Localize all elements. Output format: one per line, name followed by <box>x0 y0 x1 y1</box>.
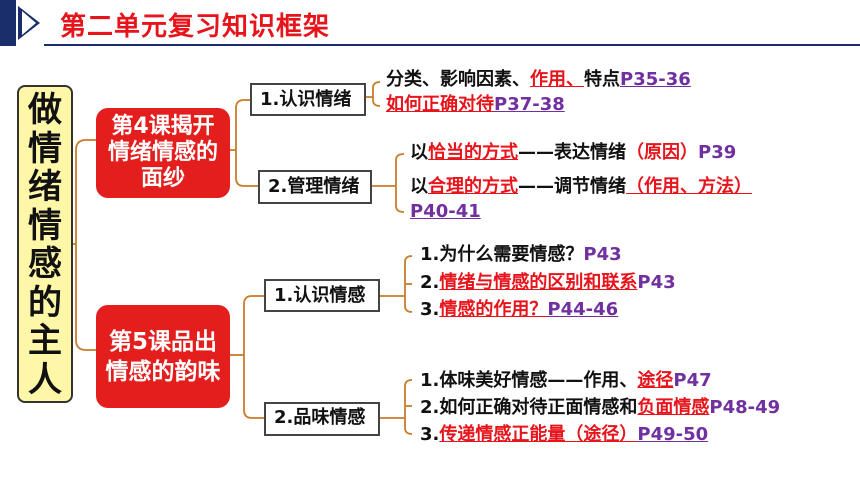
header-chevron-inner <box>22 11 36 35</box>
sub-node-recognize-emotion: 1.认识情绪 <box>250 83 366 116</box>
sub-node-savor-feeling: 2.品味情感 <box>264 402 380 436</box>
leaf-line: 分类、影响因素、作用、特点P35-36 <box>386 69 691 90</box>
root-label: 做情绪情感的主人 <box>28 90 62 400</box>
lesson-4-label: 第4课揭开情绪情感的面纱 <box>107 114 218 191</box>
leaf-line: 2.情绪与情感的区别和联系P43 <box>420 272 676 293</box>
header-accent-bar <box>0 0 16 46</box>
leaf-line: 3.情感的作用？P44-46 <box>420 299 619 320</box>
sub-node-label: 2.管理情绪 <box>268 176 360 197</box>
sub-node-manage-emotion: 2.管理情绪 <box>258 170 372 204</box>
sub-node-label: 1.认识情绪 <box>260 89 352 110</box>
header-divider <box>44 44 860 46</box>
leaf-line: 3.传递情感正能量（途径）P49-50 <box>420 424 709 445</box>
leaf-line: P40-41 <box>410 201 481 222</box>
leaf-line: 以合理的方式——调节情绪（作用、方法） <box>410 176 752 197</box>
root-node: 做情绪情感的主人 <box>17 85 73 403</box>
leaf-line: 1.体味美好情感——作用、途径P47 <box>420 370 712 391</box>
lesson-5-label: 第5课品出情感的韵味 <box>105 328 221 385</box>
leaf-line: 以恰当的方式——表达情绪（原因）P39 <box>410 142 737 163</box>
sub-node-recognize-feeling: 1.认识情感 <box>264 279 380 312</box>
leaf-line: 2.如何正确对待正面情感和负面情感P48-49 <box>420 397 781 418</box>
leaf-line: 1.为什么需要情感？P43 <box>420 244 622 265</box>
sub-node-label: 1.认识情感 <box>274 285 366 306</box>
lesson-4-node: 第4课揭开情绪情感的面纱 <box>96 108 230 198</box>
page-title: 第二单元复习知识框架 <box>60 12 331 42</box>
leaf-line: 如何正确对待P37-38 <box>386 94 565 115</box>
lesson-5-node: 第5课品出情感的韵味 <box>96 305 230 408</box>
sub-node-label: 2.品味情感 <box>274 407 366 428</box>
